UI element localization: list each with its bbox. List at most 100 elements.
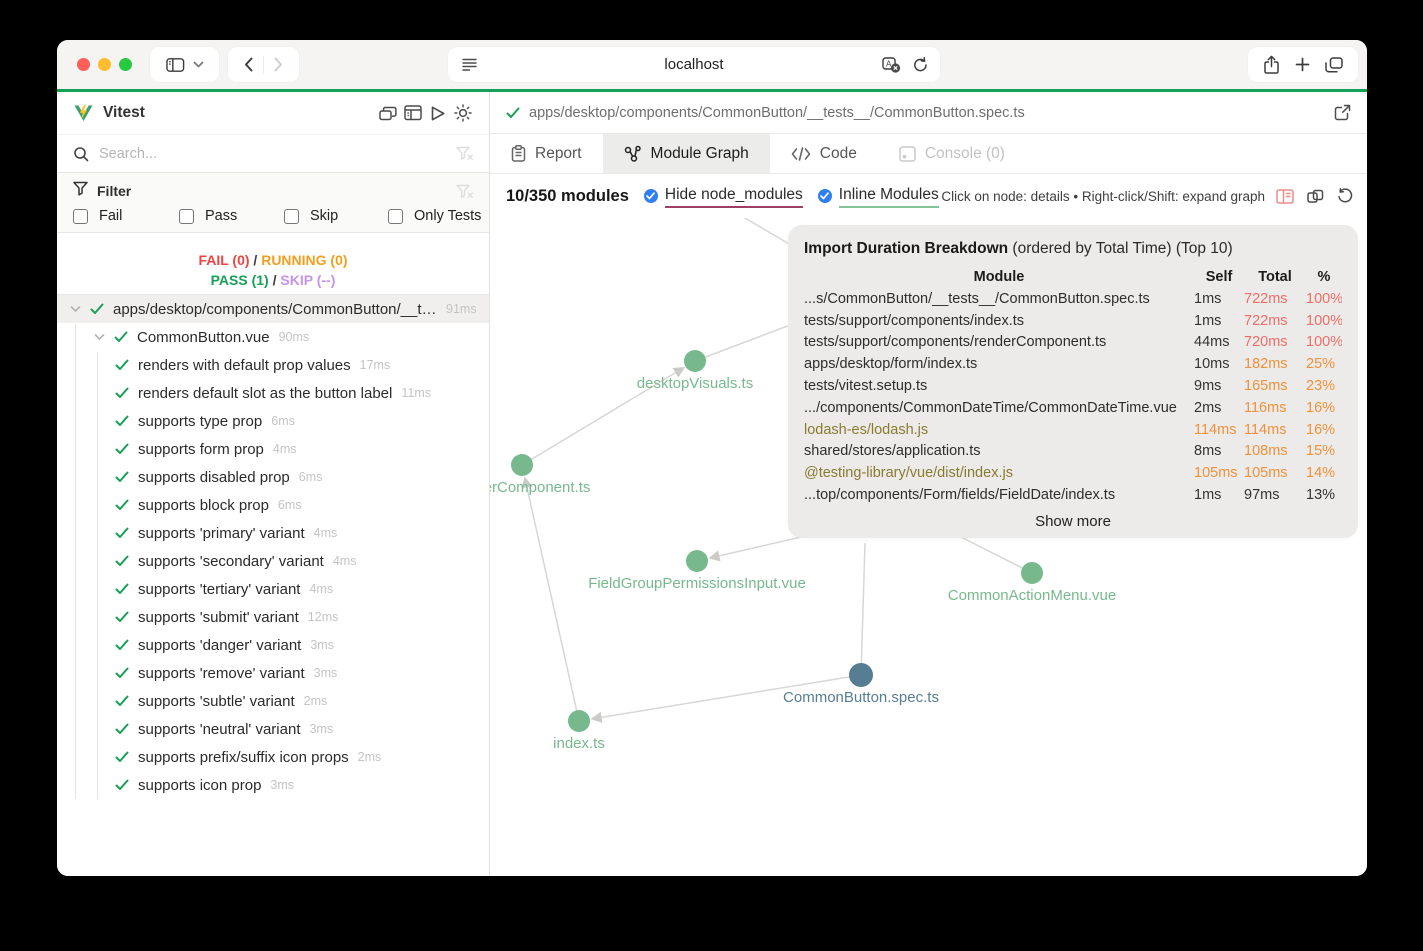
clear-filter-icon[interactable] [456,146,473,161]
tab-module-graph[interactable]: Module Graph [602,134,770,173]
minimize-window-button[interactable] [98,58,111,71]
main-panel: apps/desktop/components/CommonButton/__t… [490,92,1367,876]
breakdown-pct: 100% [1306,290,1342,307]
graph-node-desktopVisuals[interactable] [684,350,706,372]
checkbox-checked-icon[interactable] [817,189,832,203]
checkbox-checked-icon[interactable] [643,189,658,203]
breakdown-total: 720ms [1244,334,1288,351]
filter-clear-icon[interactable] [456,184,473,199]
graph-node-renderComponent[interactable] [511,454,533,476]
chevron-down-icon[interactable] [67,305,83,313]
graph-edge [590,674,862,723]
toggle-hide-node-modules[interactable]: Hide node_modules [643,185,803,208]
reload-icon[interactable] [913,56,928,73]
breakdown-total: 105ms [1244,465,1288,482]
filter-checkbox-only-tests[interactable]: Only Tests [388,208,481,224]
close-window-button[interactable] [77,58,90,71]
test-duration: 6ms [298,470,323,484]
tab-console-0[interactable]: Console (0) [878,134,1026,173]
breakdown-self: 2ms [1194,399,1222,416]
dock-toggle-icon[interactable] [375,106,400,121]
pass-check-icon [506,107,520,119]
test-duration: 91ms [446,302,477,316]
filter-checkbox-pass[interactable]: Pass [179,208,284,224]
search-input[interactable] [99,145,456,162]
forward-button[interactable] [274,57,283,72]
show-more-button[interactable]: Show more [1035,512,1111,530]
address-bar[interactable]: localhost A [448,47,940,82]
graph-node-CommonButtonSpec[interactable] [849,663,873,687]
graph-edge [521,366,686,466]
chevron-down-icon[interactable] [193,61,204,68]
run-all-icon[interactable] [425,105,450,122]
module-graph: desktopVisuals.tsrenderComponent.tsField… [490,218,1367,876]
checkbox-icon[interactable] [73,208,88,224]
graph-node-CommonActionMenu[interactable] [1021,562,1043,584]
checkbox-icon[interactable] [388,208,403,224]
reset-graph-icon[interactable] [1337,188,1353,204]
breakdown-total: 108ms [1244,443,1288,460]
filter-checkbox-skip[interactable]: Skip [284,208,388,224]
reader-icon[interactable] [462,58,477,71]
breakdown-module: tests/vitest.setup.ts [804,377,928,394]
graph-node-label: CommonActionMenu.vue [948,587,1116,604]
test-duration: 2ms [303,694,328,708]
back-button[interactable] [244,57,253,72]
pass-check-icon [115,751,130,763]
export-graph-icon[interactable] [1307,189,1324,204]
test-tree-row[interactable]: apps/desktop/components/CommonButton/__t… [57,295,489,323]
legend-panel-icon[interactable] [1276,188,1294,204]
filter-checkbox-fail[interactable]: Fail [73,208,179,224]
tab-report[interactable]: Report [490,134,603,173]
test-duration: 6ms [271,414,295,428]
breakdown-self: 1ms [1194,312,1222,329]
checkbox-icon[interactable] [179,208,194,224]
translate-icon[interactable]: A [882,56,901,73]
pass-check-icon [115,527,130,539]
tab-code[interactable]: Code [770,134,878,173]
test-duration: 6ms [277,498,302,512]
dashboard-icon[interactable] [400,105,425,121]
breakdown-self: 8ms [1194,443,1222,460]
chevron-down-icon[interactable] [91,333,107,341]
open-external-icon[interactable] [1334,104,1351,121]
test-duration: 4ms [309,582,334,596]
sidebar-toggle-button[interactable] [165,57,185,73]
breakdown-self: 10ms [1194,356,1230,373]
graph-node-index[interactable] [568,710,590,732]
summary-line-1: FAIL (0) / RUNNING (0) [198,252,348,268]
test-tree-row[interactable]: renders default slot as the button label… [57,379,489,407]
theme-toggle-icon[interactable] [450,104,475,122]
module-graph-icon [624,145,642,163]
graph-node-FieldGroupPermissionsInput[interactable] [686,550,708,572]
zoom-window-button[interactable] [119,58,132,71]
pass-check-icon [115,779,130,791]
toggle-inline-modules[interactable]: Inline Modules [817,185,939,208]
tab-overview-icon[interactable] [1325,56,1343,73]
test-tree: apps/desktop/components/CommonButton/__t… [57,295,489,876]
share-icon[interactable] [1263,55,1280,75]
breakdown-total: 182ms [1244,356,1288,373]
new-tab-icon[interactable] [1295,57,1310,72]
breakdown-module: ...s/CommonButton/__tests__/CommonButton… [804,290,1150,307]
checkbox-icon[interactable] [284,208,299,224]
breakdown-pct: 23% [1306,377,1336,394]
pass-check-icon [115,359,130,371]
